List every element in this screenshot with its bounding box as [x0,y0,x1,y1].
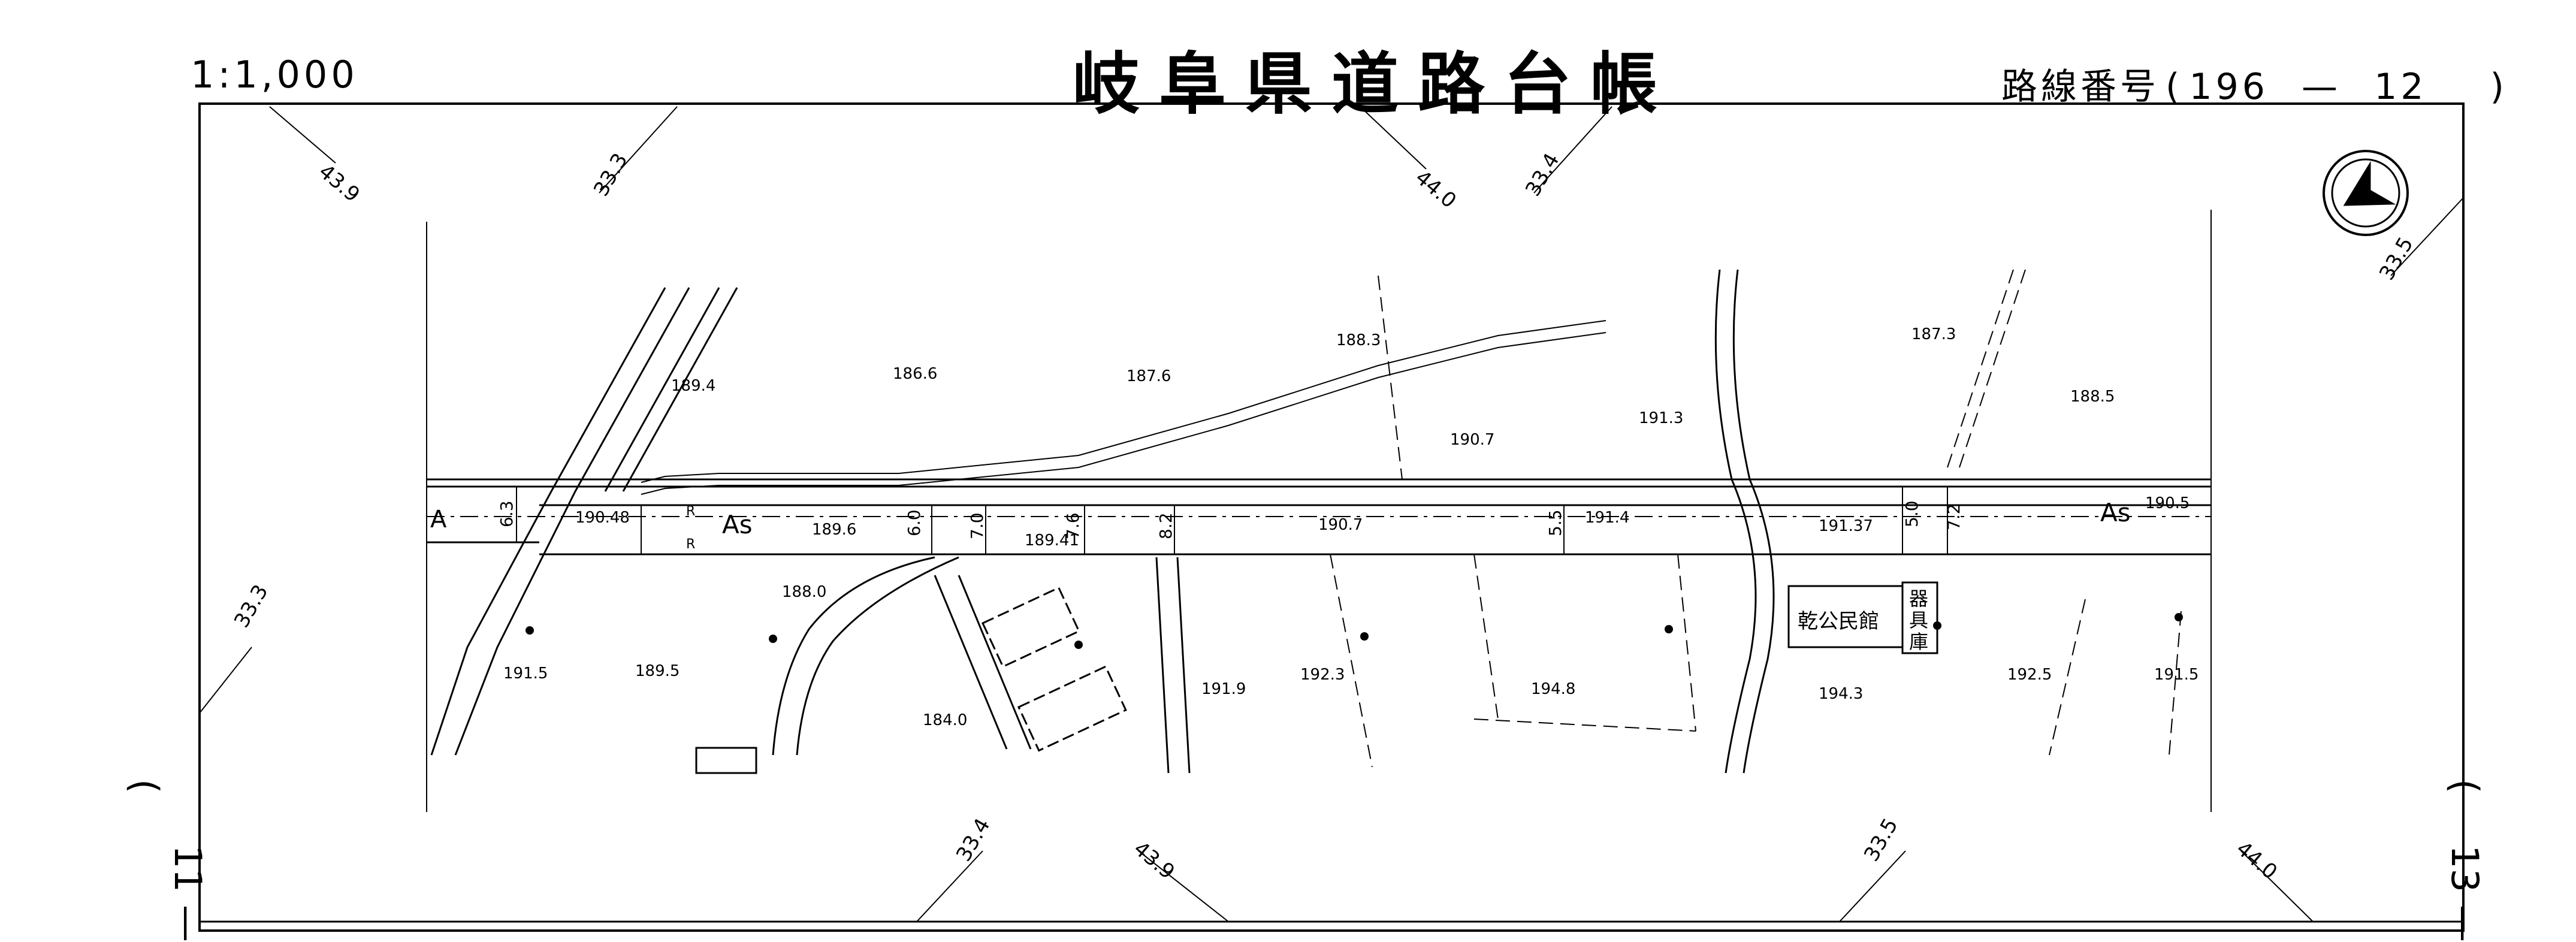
elevation-label: 184.0 [923,711,967,729]
grid-label: 44.0 [1411,165,1461,213]
elevation-label: 189.41 [1025,532,1079,550]
landmark-labels: 乾公民館 器 具 庫 [1798,587,1928,653]
road-width-label: 7.2 [1944,503,1964,530]
elevation-label: 189.4 [671,377,715,395]
map-scale: 1:1,000 [191,53,358,96]
elevation-label: 194.8 [1531,680,1575,698]
storehouse-label-char: 具 [1909,609,1928,632]
road-width-markers [516,487,1948,554]
left-cross-road [430,287,738,756]
grid-label: 44.0 [2231,837,2282,884]
elevation-label: 192.3 [1300,666,1345,684]
grid-label: 33.3 [229,581,273,632]
storehouse-label-char: 器 [1909,587,1928,610]
elevation-label: 191.3 [1639,409,1683,427]
elevation-label: 190.48 [575,509,630,527]
r-mark: R [686,537,695,552]
main-road [427,478,2211,555]
line-marker: A [430,506,447,533]
grid-label: 43.9 [314,159,364,207]
road-width-label: 7.0 [967,512,987,539]
elevation-label: 191.9 [1201,680,1246,698]
north-arrow-icon [2323,150,2409,236]
route-id: 196 [2189,66,2269,108]
storehouse-outline [1901,581,1938,654]
elevation-label: 186.6 [893,365,937,383]
road-width-label: 6.3 [497,500,517,527]
route-label: 路線番号 [2001,66,2160,108]
grid-label: 33.4 [1521,149,1564,201]
elevation-label: 191.37 [1819,517,1873,535]
elevation-label: 191.5 [503,665,548,683]
road-width-label: 8.2 [1156,512,1176,539]
elevation-label: 188.5 [2070,388,2115,406]
parcel-boundaries [1330,269,2182,768]
grid-label: 33.3 [589,149,632,201]
grid-label: 33.4 [952,814,995,866]
south-side-road [772,556,1191,774]
elevation-label: 190.7 [1450,431,1494,449]
surface-label: As [722,510,753,539]
elevation-label: 191.4 [1585,509,1629,527]
road-width-label: 6.0 [904,509,924,536]
elevation-label: 192.5 [2007,666,2052,684]
elevation-label: 188.3 [1336,331,1381,349]
community-hall-label: 乾公民館 [1798,609,1879,633]
road-width-label: 5.0 [1902,500,1922,527]
elevation-label: 191.5 [2154,666,2198,684]
route-open-paren: ( [2166,66,2184,108]
survey-points [526,613,2183,649]
elevation-label: 188.0 [782,583,826,601]
grid-label: 33.5 [1859,814,1902,866]
elevation-label: 189.5 [635,662,680,680]
elevation-label: 189.6 [812,521,856,539]
road-width-labels: 6.3 6.0 7.0 7.6 8.2 5.5 5.0 7.2 [497,500,1964,539]
storehouse-label-char: 庫 [1909,630,1928,653]
route-sheet: 12 [2374,66,2427,108]
r-mark: R [686,504,695,519]
elevation-labels: 186.6 187.6 188.3 187.3 188.5 189.4 190.… [503,325,2198,729]
elevation-label: 187.6 [1127,367,1171,385]
surface-labels: As As A R R [430,498,2131,552]
grid-label: 33.5 [2375,233,2418,285]
buildings [695,581,1938,774]
elevation-label: 194.3 [1819,685,1863,703]
outer-frame [198,102,2465,932]
grid-ticks [199,106,2464,922]
route-dash: — [2302,66,2342,108]
elevation-label: 187.3 [1911,325,1956,343]
elevation-label: 190.5 [2145,494,2190,512]
route-number: 路線番号(196 — 12 ) [2001,58,2508,110]
road-width-label: 7.6 [1063,512,1083,539]
road-width-label: 5.5 [1545,509,1565,536]
surface-label: As [2100,498,2131,527]
elevation-label: 190.7 [1318,516,1363,534]
waterway [1714,269,1775,774]
route-close-paren: ) [2490,66,2508,108]
embankment-hatch [641,320,1606,495]
